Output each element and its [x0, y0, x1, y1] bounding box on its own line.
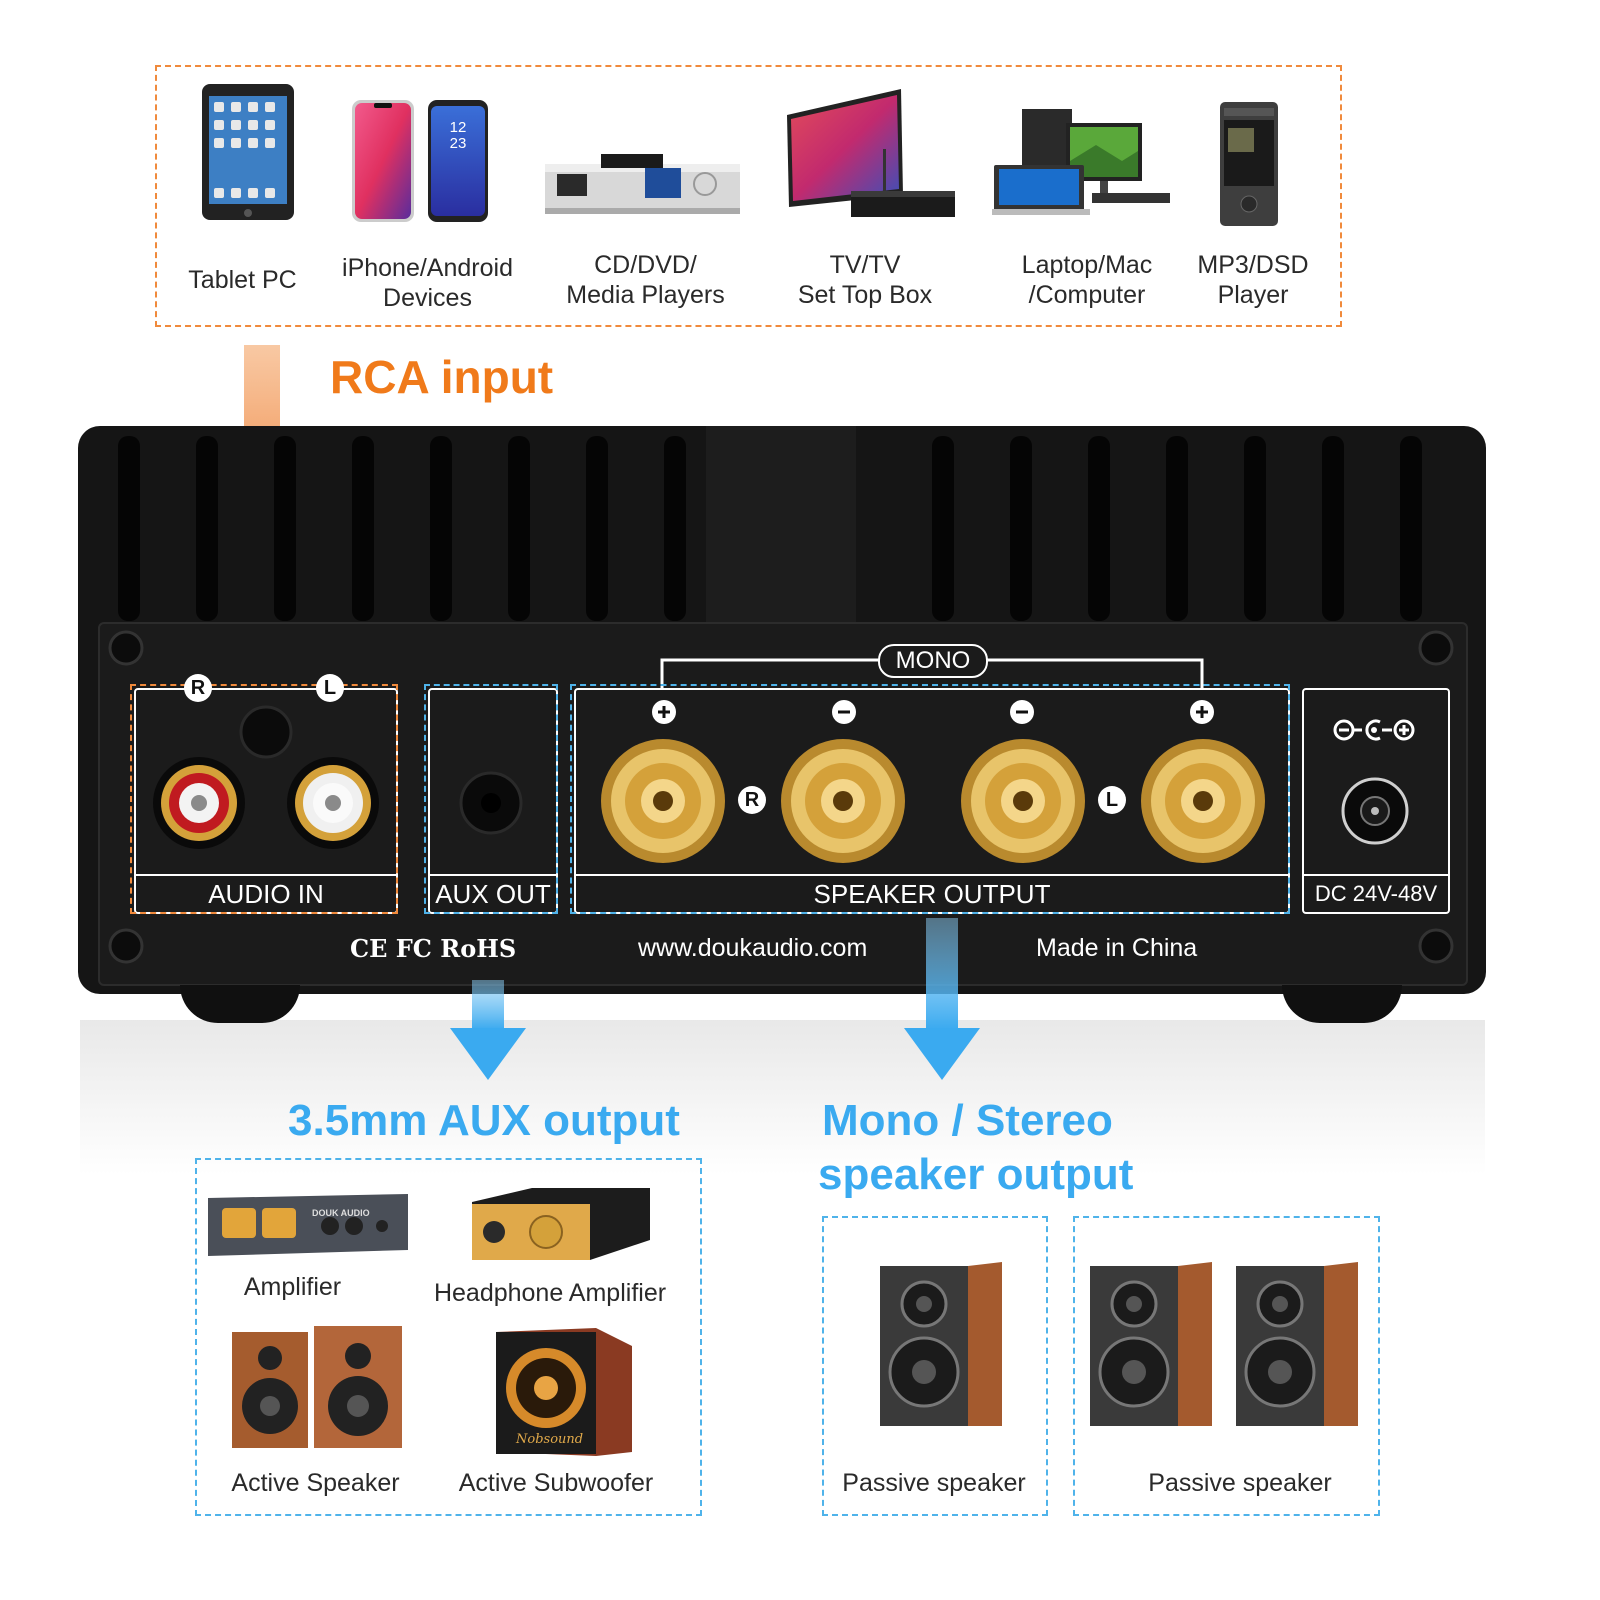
binding-post-r-minus[interactable] [778, 736, 908, 866]
tv-icon [787, 89, 955, 217]
device-foot-right [1282, 985, 1402, 1023]
aux-jack[interactable] [458, 770, 524, 836]
phone-clock: 12 23 [449, 119, 467, 152]
terminal-label-r: R [738, 786, 766, 814]
aux-item-headphone-amplifier: Headphone Amplifier [433, 1279, 667, 1307]
badge-l: L [316, 674, 344, 702]
website-text: www.doukaudio.com [638, 934, 868, 962]
aux-item-active-speaker: Active Speaker [231, 1469, 400, 1497]
passive-speaker-icon [1090, 1262, 1212, 1426]
rca-input-title: RCA input [330, 351, 554, 403]
screw-icon [1418, 928, 1454, 964]
rca-jack-left[interactable] [284, 754, 382, 852]
source-label-phone: iPhone/Android Devices [342, 254, 513, 312]
media-player-icon [545, 154, 740, 214]
minus-icon [832, 700, 856, 724]
screw-icon [1418, 630, 1454, 666]
badge-r: R [184, 674, 212, 702]
dc-polarity-icon [1333, 719, 1415, 741]
plus-icon [1190, 700, 1214, 724]
input-sources-box [155, 65, 1342, 327]
dc-power-jack[interactable] [1340, 776, 1410, 846]
mp3-player-icon [1220, 102, 1278, 226]
made-in-text: Made in China [1036, 934, 1198, 962]
source-label-media: CD/DVD/ Media Players [566, 251, 725, 309]
active-speaker-icon [232, 1326, 402, 1448]
source-label-tablet: Tablet PC [188, 266, 297, 294]
source-label-computer: Laptop/Mac /Computer [1021, 251, 1153, 309]
heatsink-fins [118, 426, 1422, 626]
passive-speaker-icon [880, 1262, 1002, 1426]
dc-label: DC 24V-48V [1304, 874, 1448, 912]
subwoofer-brand-text: Nobsound [516, 1432, 584, 1447]
computer-icon [992, 109, 1170, 215]
plus-icon [652, 700, 676, 724]
volume-knob[interactable] [238, 704, 294, 760]
source-label-mp3: MP3/DSD Player [1197, 251, 1309, 309]
binding-post-l-plus[interactable] [1138, 736, 1268, 866]
tablet-icon [202, 84, 294, 220]
speaker-output-title-line1: Mono / Stereo [822, 1096, 1113, 1145]
active-subwoofer-icon [496, 1328, 632, 1456]
passive-speaker-icon [1236, 1262, 1358, 1426]
aux-item-amplifier: Amplifier [243, 1273, 342, 1301]
aux-output-arrow-icon [450, 980, 526, 1080]
binding-post-l-minus[interactable] [958, 736, 1088, 866]
headphone-amplifier-icon [472, 1188, 650, 1260]
speaker-output-highlight [570, 684, 1290, 914]
device-reflection [80, 1020, 1485, 1175]
dc-power-section: DC 24V-48V [1302, 688, 1450, 914]
speaker-output-title-line2: speaker output [818, 1150, 1134, 1199]
audio-in-label: AUDIO IN [136, 874, 396, 912]
amplifier-icon [208, 1194, 408, 1256]
audio-in-highlight [130, 684, 398, 914]
aux-item-active-subwoofer: Active Subwoofer [458, 1469, 654, 1497]
mono-label: MONO [878, 644, 988, 678]
speaker-output-label: SPEAKER OUTPUT [576, 874, 1288, 912]
source-label-tv: TV/TV Set Top Box [797, 251, 933, 309]
device-foot-left [180, 985, 300, 1023]
terminal-label-l: L [1098, 786, 1126, 814]
rca-jack-right[interactable] [150, 754, 248, 852]
stereo-speaker-label: Passive speaker [1148, 1469, 1332, 1497]
minus-icon [1010, 700, 1034, 724]
amp-brand-text: DOUK AUDIO [312, 1208, 370, 1218]
mono-speaker-label: Passive speaker [842, 1469, 1026, 1497]
aux-out-highlight [424, 684, 558, 914]
screw-icon [108, 630, 144, 666]
aux-out-label: AUX OUT [430, 874, 556, 912]
stereo-speaker-box [1073, 1216, 1380, 1516]
screw-icon [108, 928, 144, 964]
aux-output-box [195, 1158, 702, 1516]
aux-output-title: 3.5mm AUX output [288, 1096, 680, 1145]
speaker-output-arrow-icon [904, 918, 980, 1080]
amplifier-chassis: AUDIO IN R L AUX OUT MONO SPEAKER OUTPUT [78, 426, 1486, 994]
smartphone-icon [352, 100, 488, 222]
certification-marks: CE FC RoHS [350, 934, 517, 963]
binding-post-r-plus[interactable] [598, 736, 728, 866]
mono-speaker-box [822, 1216, 1048, 1516]
